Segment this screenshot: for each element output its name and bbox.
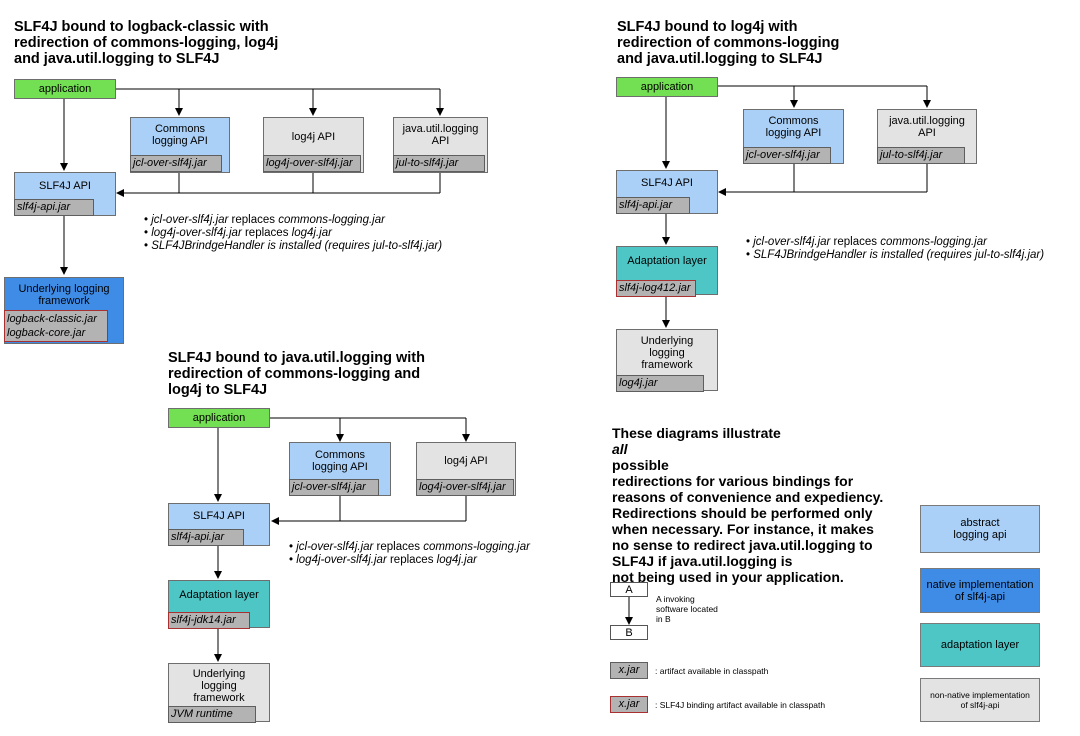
key-binding-text: : SLF4J binding artifact available in cl… xyxy=(655,700,826,710)
d2-slf4j-api-jar: slf4j-api.jar xyxy=(168,529,244,546)
d3-note-1: jcl-over-slf4j.jar replaces commons-logg… xyxy=(746,236,1044,249)
d2-note-2: log4j-over-slf4j.jar replaces log4j.jar xyxy=(289,554,530,567)
d2-notes: jcl-over-slf4j.jar replaces commons-logg… xyxy=(289,541,530,567)
legend-adaptation-layer: adaptation layer xyxy=(920,623,1040,667)
d3-jul-to-slf4j-jar: jul-to-slf4j.jar xyxy=(877,147,965,164)
d3-note-2: SLF4JBrindgeHandler is installed (requir… xyxy=(746,249,1044,262)
d1-slf4j-api-jar: slf4j-api.jar xyxy=(14,199,94,216)
d1-note-3: SLF4JBrindgeHandler is installed (requir… xyxy=(144,240,442,253)
d1-note-2: log4j-over-slf4j.jar replaces log4j.jar xyxy=(144,227,442,240)
d2-jvm-runtime-jar: JVM runtime xyxy=(168,706,256,723)
explanation-paragraph: These diagrams illustrate all possible r… xyxy=(612,425,884,585)
d1-logback-jars: logback-classic.jar logback-core.jar xyxy=(4,310,108,342)
d1-log4j-over-slf4j-jar: log4j-over-slf4j.jar xyxy=(263,155,361,172)
diagram3-title: SLF4J bound to log4j with redirection of… xyxy=(617,19,840,67)
d1-jcl-over-slf4j-jar: jcl-over-slf4j.jar xyxy=(130,155,222,172)
key-invoking-text: A invoking software located in B xyxy=(656,594,718,624)
d3-slf4j-log412-jar: slf4j-log412.jar xyxy=(616,280,696,297)
diagram2-title: SLF4J bound to java.util.logging with re… xyxy=(168,350,425,398)
d3-application-box: application xyxy=(616,77,718,97)
d1-note-1: jcl-over-slf4j.jar replaces commons-logg… xyxy=(144,214,442,227)
d2-note-1: jcl-over-slf4j.jar replaces commons-logg… xyxy=(289,541,530,554)
d3-notes: jcl-over-slf4j.jar replaces commons-logg… xyxy=(746,236,1044,262)
d2-application-box: application xyxy=(168,408,270,428)
key-artifact-jar: x.jar xyxy=(610,662,648,679)
key-artifact-text: : artifact available in classpath xyxy=(655,666,769,676)
d3-slf4j-api-jar: slf4j-api.jar xyxy=(616,197,690,214)
d2-slf4j-jdk14-jar: slf4j-jdk14.jar xyxy=(168,612,250,629)
key-box-b: B xyxy=(610,625,648,640)
d2-log4j-over-slf4j-jar: log4j-over-slf4j.jar xyxy=(416,479,514,496)
d2-jcl-over-slf4j-jar: jcl-over-slf4j.jar xyxy=(289,479,379,496)
key-binding-jar: x.jar xyxy=(610,696,648,713)
d3-jcl-over-slf4j-jar: jcl-over-slf4j.jar xyxy=(743,147,831,164)
d1-application-box: application xyxy=(14,79,116,99)
d1-jul-to-slf4j-jar: jul-to-slf4j.jar xyxy=(393,155,485,172)
d3-log4j-jar: log4j.jar xyxy=(616,375,704,392)
d1-notes: jcl-over-slf4j.jar replaces commons-logg… xyxy=(144,214,442,253)
key-box-a: A xyxy=(610,582,648,597)
diagram1-title: SLF4J bound to logback-classic with redi… xyxy=(14,19,279,67)
